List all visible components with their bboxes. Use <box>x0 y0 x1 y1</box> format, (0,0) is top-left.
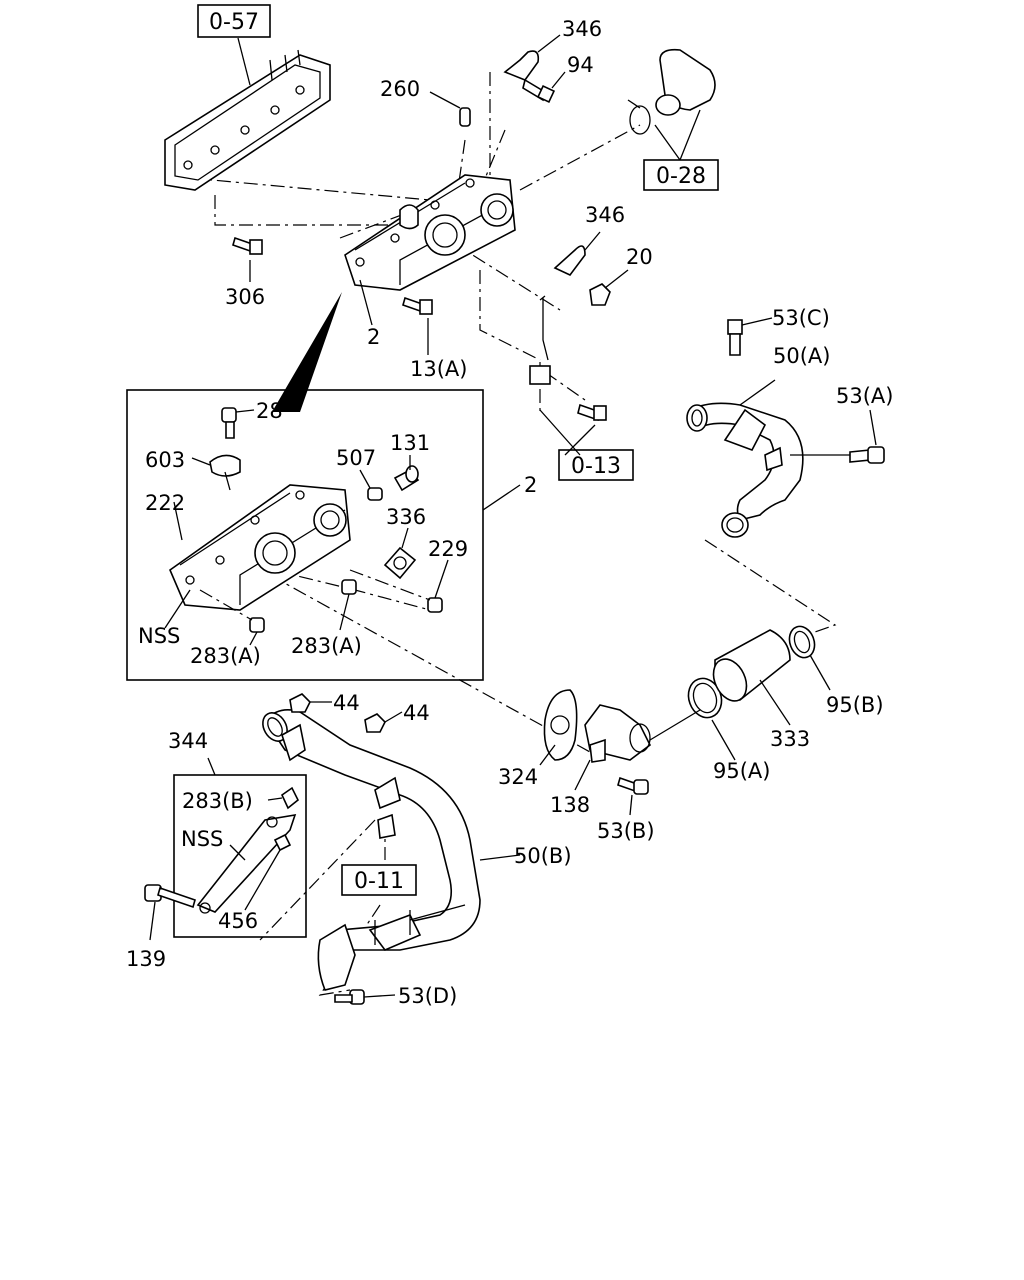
label-283a-left: 283(A) <box>190 644 261 668</box>
bolt-13a <box>402 296 433 355</box>
label-95a: 95(A) <box>713 759 770 783</box>
label-344: 344 <box>168 729 208 753</box>
label-222: 222 <box>145 491 185 515</box>
ref-box-011[interactable]: 0-11 <box>341 864 417 896</box>
label-53a: 53(A) <box>836 384 893 408</box>
ref-label-057: 0-57 <box>209 10 259 35</box>
bolt-53c <box>727 317 773 356</box>
nut-44-left <box>289 693 332 713</box>
clip-346-mid <box>553 231 601 276</box>
label-507: 507 <box>336 446 376 470</box>
flange-138 <box>574 704 652 791</box>
clamp-95b <box>788 625 831 691</box>
label-229: 229 <box>428 537 468 561</box>
label-138: 138 <box>550 793 590 817</box>
bolt-229 <box>349 559 449 613</box>
actuator-603 <box>191 454 241 491</box>
inset-valve-body <box>169 484 351 611</box>
label-346-top: 346 <box>562 17 602 41</box>
pipe-131 <box>393 455 420 492</box>
label-603: 603 <box>145 448 185 472</box>
label-306: 306 <box>225 285 265 309</box>
label-13a: 13(A) <box>410 357 467 381</box>
bolt-53a <box>790 409 885 464</box>
bolt-53d <box>334 989 396 1005</box>
label-94: 94 <box>567 53 594 77</box>
egr-valve-assembly <box>344 174 516 291</box>
nut-20 <box>589 269 629 306</box>
label-50b: 50(B) <box>514 844 572 868</box>
label-283a-right: 283(A) <box>291 634 362 658</box>
label-324: 324 <box>498 765 538 789</box>
label-53c: 53(C) <box>772 306 830 330</box>
label-44-right: 44 <box>403 701 430 725</box>
label-53d: 53(D) <box>398 984 457 1008</box>
bolt-94 <box>522 71 566 104</box>
label-nss-bracket: NSS <box>181 827 223 851</box>
seal-507 <box>359 469 383 501</box>
label-346-mid: 346 <box>585 203 625 227</box>
label-333: 333 <box>770 727 810 751</box>
ref-label-011: 0-11 <box>354 869 404 894</box>
label-139: 139 <box>126 947 166 971</box>
sensor-013 <box>529 295 607 456</box>
mount-011 <box>377 813 396 839</box>
label-28: 28 <box>256 399 283 423</box>
pipe-50b <box>262 709 521 991</box>
label-53b: 53(B) <box>597 819 655 843</box>
bolt-306 <box>232 236 263 282</box>
bracket-344-group <box>196 757 300 914</box>
pipe-50a <box>686 379 804 538</box>
clip-346-top <box>503 34 561 81</box>
ref-label-013: 0-13 <box>571 454 621 479</box>
label-260: 260 <box>380 77 420 101</box>
bolt-283a-right <box>339 579 357 631</box>
bolt-139 <box>144 884 196 941</box>
bolt-283a-left <box>199 589 265 646</box>
hose-333 <box>712 629 791 726</box>
ref-label-028: 0-28 <box>656 164 706 189</box>
label-2-inset: 2 <box>524 473 537 497</box>
bracket-group-frame <box>173 774 307 938</box>
nut-44-right <box>364 711 403 733</box>
label-20: 20 <box>626 245 653 269</box>
bolt-53b <box>617 776 649 816</box>
gasket-324 <box>539 689 578 766</box>
label-nss-inset: NSS <box>138 624 180 648</box>
label-456: 456 <box>218 909 258 933</box>
label-2-main: 2 <box>367 325 380 349</box>
label-336: 336 <box>386 505 426 529</box>
ref-box-013[interactable]: 0-13 <box>558 449 634 481</box>
part-labels: 346 94 260 346 20 306 2 13(A) 53(C) 50(A… <box>126 17 893 1008</box>
ref-box-057[interactable]: 0-57 <box>197 4 271 38</box>
label-131: 131 <box>390 431 430 455</box>
clamp-95a <box>649 677 736 761</box>
label-44-left: 44 <box>333 691 360 715</box>
label-95b: 95(B) <box>826 693 884 717</box>
pipe-028 <box>627 48 716 161</box>
label-283b: 283(B) <box>182 789 253 813</box>
valve-cover-gasket <box>164 37 331 191</box>
flange-336 <box>383 527 417 580</box>
label-50a: 50(A) <box>773 344 830 368</box>
pin-260 <box>429 91 471 127</box>
bolt-28 <box>221 407 255 439</box>
ref-box-028[interactable]: 0-28 <box>643 159 719 191</box>
inset-pointer <box>272 292 342 412</box>
